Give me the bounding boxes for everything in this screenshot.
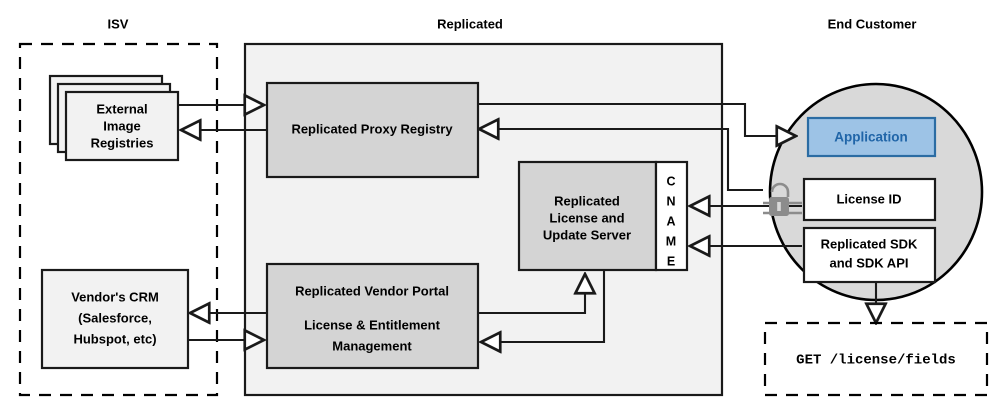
node-replicated-vendor-portal[interactable]: Replicated Vendor Portal License & Entit… <box>265 262 480 370</box>
vendor-portal-line-3: License & Entitlement <box>304 317 440 332</box>
connection-proxy-to-application <box>478 102 796 136</box>
unlocked-padlock-icon <box>763 182 802 216</box>
vendors-crm-line-2: (Salesforce, <box>78 310 152 325</box>
replicated-sdk-line-1: Replicated SDK <box>821 236 918 251</box>
node-cname[interactable]: C N A M E <box>654 160 689 272</box>
cname-letter-m: M <box>666 234 676 248</box>
replicated-sdk-line-2: and SDK API <box>830 255 909 270</box>
node-external-image-registries[interactable]: External Image Registries <box>48 74 180 162</box>
api-request-label: GET /license/fields <box>796 353 956 369</box>
vendors-crm-line-3: Hubspot, etc) <box>73 331 156 346</box>
external-registries-line-1: External <box>96 101 147 116</box>
license-server-line-2: License and <box>549 210 624 225</box>
node-vendors-crm[interactable]: Vendor's CRM (Salesforce, Hubspot, etc) <box>40 268 190 370</box>
zone-label-replicated: Replicated <box>437 16 503 31</box>
license-server-line-3: Update Server <box>543 227 631 242</box>
license-id-label: License ID <box>836 191 901 206</box>
application-label: Application <box>834 130 908 145</box>
node-replicated-sdk[interactable]: Replicated SDK and SDK API <box>802 226 937 284</box>
node-replicated-proxy-registry[interactable]: Replicated Proxy Registry <box>265 81 480 179</box>
connection-application-to-proxy <box>479 129 763 192</box>
vendor-portal-line-1: Replicated Vendor Portal <box>295 283 449 298</box>
external-registries-line-3: Registries <box>91 135 154 150</box>
vendor-portal-line-4: Management <box>332 338 412 353</box>
node-application[interactable]: Application <box>806 116 937 158</box>
cname-letter-c: C <box>666 174 675 188</box>
connection-portal-to-license-server <box>478 274 585 315</box>
cname-letter-a: A <box>666 214 675 228</box>
proxy-registry-label: Replicated Proxy Registry <box>291 121 453 136</box>
vendors-crm-line-1: Vendor's CRM <box>71 289 159 304</box>
cname-letter-e: E <box>667 254 675 268</box>
connection-license-server-to-portal <box>481 270 606 342</box>
license-server-line-1: Replicated <box>554 193 620 208</box>
cname-letter-n: N <box>666 194 675 208</box>
zone-label-isv: ISV <box>108 16 129 31</box>
node-replicated-license-update-server[interactable]: Replicated License and Update Server <box>517 160 658 272</box>
external-registries-line-2: Image <box>103 118 141 133</box>
zone-label-end-customer: End Customer <box>828 16 917 31</box>
node-api-request[interactable]: GET /license/fields <box>763 321 989 397</box>
node-license-id[interactable]: License ID <box>802 177 937 222</box>
